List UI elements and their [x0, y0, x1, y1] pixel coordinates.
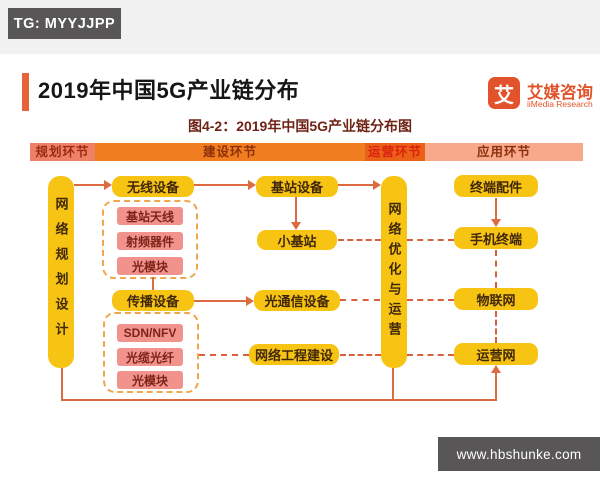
connector-wireless-to-base-station: [194, 184, 250, 186]
component-base-station-antenna: 基站天线: [117, 207, 183, 225]
dashed-mobile-to-iot: [495, 250, 497, 288]
arrowhead-up-icon: [491, 365, 501, 373]
imedia-logo: 艾 艾媒咨询 iiMedia Research: [488, 77, 598, 117]
tg-watermark-badge: TG: MYYJJPP: [8, 8, 121, 39]
dashed-operations-to-operator-network: [407, 354, 454, 356]
footer-url: www.hbshunke.com: [456, 446, 582, 462]
arrowhead-right-icon: [104, 180, 112, 190]
component-rf-devices: 射频器件: [117, 232, 183, 250]
phase-planning: 规划环节: [30, 143, 95, 161]
component-sdn-nfv: SDN/NFV: [117, 324, 183, 342]
node-network-engineering: 网络工程建设: [249, 344, 339, 365]
arrowhead-right-icon: [373, 180, 381, 190]
bottom-path-horizontal: [61, 399, 497, 401]
phase-operation: 运营环节: [365, 143, 425, 161]
component-optical-module-1: 光模块: [117, 257, 183, 275]
arrowhead-down-icon: [291, 222, 301, 230]
page-title: 2019年中国5G产业链分布: [38, 78, 300, 103]
node-network-optimization-operation: 网络优化与运营: [381, 176, 407, 368]
node-transmission-equipment: 传播设备: [112, 290, 194, 311]
arrowhead-right-icon: [246, 296, 254, 306]
bottom-path-left-drop: [61, 368, 63, 401]
component-optical-module-2: 光模块: [117, 371, 183, 389]
bottom-path-operations-drop: [392, 368, 394, 401]
connector-base-station-to-small-cell: [295, 197, 297, 224]
component-optical-fiber: 光缆光纤: [117, 348, 183, 366]
node-base-station-equipment: 基站设备: [256, 176, 338, 197]
arrowhead-down-icon: [491, 219, 501, 227]
dashed-network-engineering-to-operations: [340, 354, 381, 356]
node-terminal-accessories: 终端配件: [454, 175, 538, 197]
node-iot: 物联网: [454, 288, 538, 310]
dashed-operations-to-iot: [407, 299, 454, 301]
tg-watermark-label: TG: MYYJJPP: [13, 15, 116, 32]
node-network-planning-design: 网络规划设计: [48, 176, 74, 368]
figure-caption: 图4-2：2019年中国5G产业链分布图: [187, 118, 413, 134]
node-wireless-equipment: 无线设备: [112, 176, 194, 197]
imedia-logo-icon: 艾: [488, 77, 520, 109]
connector-base-station-to-operations: [338, 184, 374, 186]
arrowhead-right-icon: [248, 180, 256, 190]
imedia-brand-name-en: iiMedia Research: [527, 99, 593, 109]
title-accent-bar: [22, 73, 29, 111]
connector-transmission-to-optical-comm: [194, 300, 247, 302]
imedia-brand-name: 艾媒咨询: [527, 84, 593, 102]
node-optical-communication-equipment: 光通信设备: [254, 290, 340, 311]
dashed-small-cell-to-operations: [338, 239, 381, 241]
bottom-path-riser: [495, 372, 497, 401]
phase-construction: 建设环节: [95, 143, 365, 161]
connector-planning-to-wireless: [74, 184, 106, 186]
dashed-operations-to-mobile-terminal: [407, 239, 454, 241]
dashed-optical-comm-to-operations: [340, 299, 380, 301]
phase-application: 应用环节: [425, 143, 583, 161]
dashed-iot-to-operator-network: [495, 311, 497, 343]
node-small-cell: 小基站: [257, 230, 337, 250]
node-operator-network: 运营网: [454, 343, 538, 365]
node-mobile-terminal: 手机终端: [454, 227, 538, 249]
connector-wireless-group-to-transmission: [152, 277, 154, 290]
dashed-fiber-to-network-engineering: [199, 354, 249, 356]
footer-watermark-bar: www.hbshunke.com: [438, 437, 600, 471]
connector-accessories-to-mobile: [495, 198, 497, 221]
